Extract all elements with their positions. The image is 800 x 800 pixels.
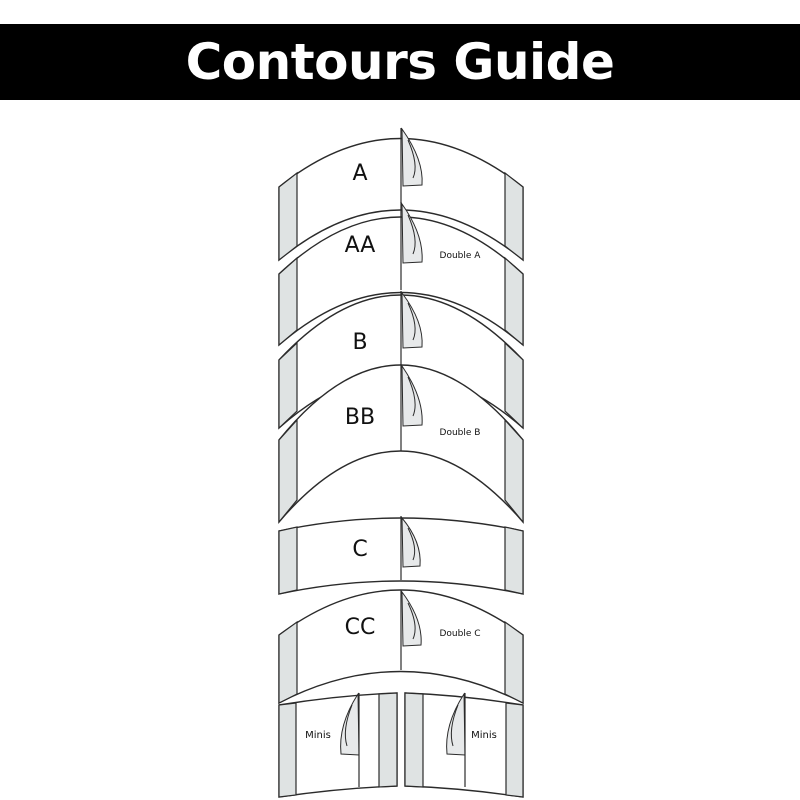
peel-tab (340, 692, 360, 756)
contour-label-bb: BB (345, 405, 375, 430)
contour-minis-right: Minis (404, 692, 524, 798)
peel-tab (401, 127, 423, 187)
contour-label-c: C (352, 537, 367, 562)
contour-label-a: A (352, 161, 367, 186)
contour-minis-left: Minis (278, 692, 398, 798)
peel-tab (446, 692, 466, 756)
minis-label-right: Minis (471, 730, 497, 741)
contour-note-cc: Double C (439, 629, 480, 639)
contour-c: C (278, 516, 524, 595)
peel-tab (401, 590, 422, 647)
title-bar: Contours Guide (0, 24, 800, 100)
contour-label-aa: AA (345, 233, 376, 258)
contour-b: B (278, 291, 524, 430)
peel-tab (401, 364, 423, 427)
contour-a: A (278, 127, 524, 262)
peel-tab (401, 291, 423, 349)
contour-bb: BB Double B (278, 364, 524, 524)
contour-note-bb: Double B (440, 428, 481, 438)
contour-label-b: B (352, 330, 367, 355)
peel-tab (401, 202, 423, 264)
minis-label-left: Minis (305, 730, 331, 741)
contour-label-cc: CC (345, 615, 376, 640)
page-title: Contours Guide (185, 33, 615, 91)
contour-note-aa: Double A (440, 251, 482, 261)
peel-tab (401, 516, 421, 568)
contour-aa: AA Double A (278, 202, 524, 347)
contour-cc: CC Double C (278, 589, 524, 705)
